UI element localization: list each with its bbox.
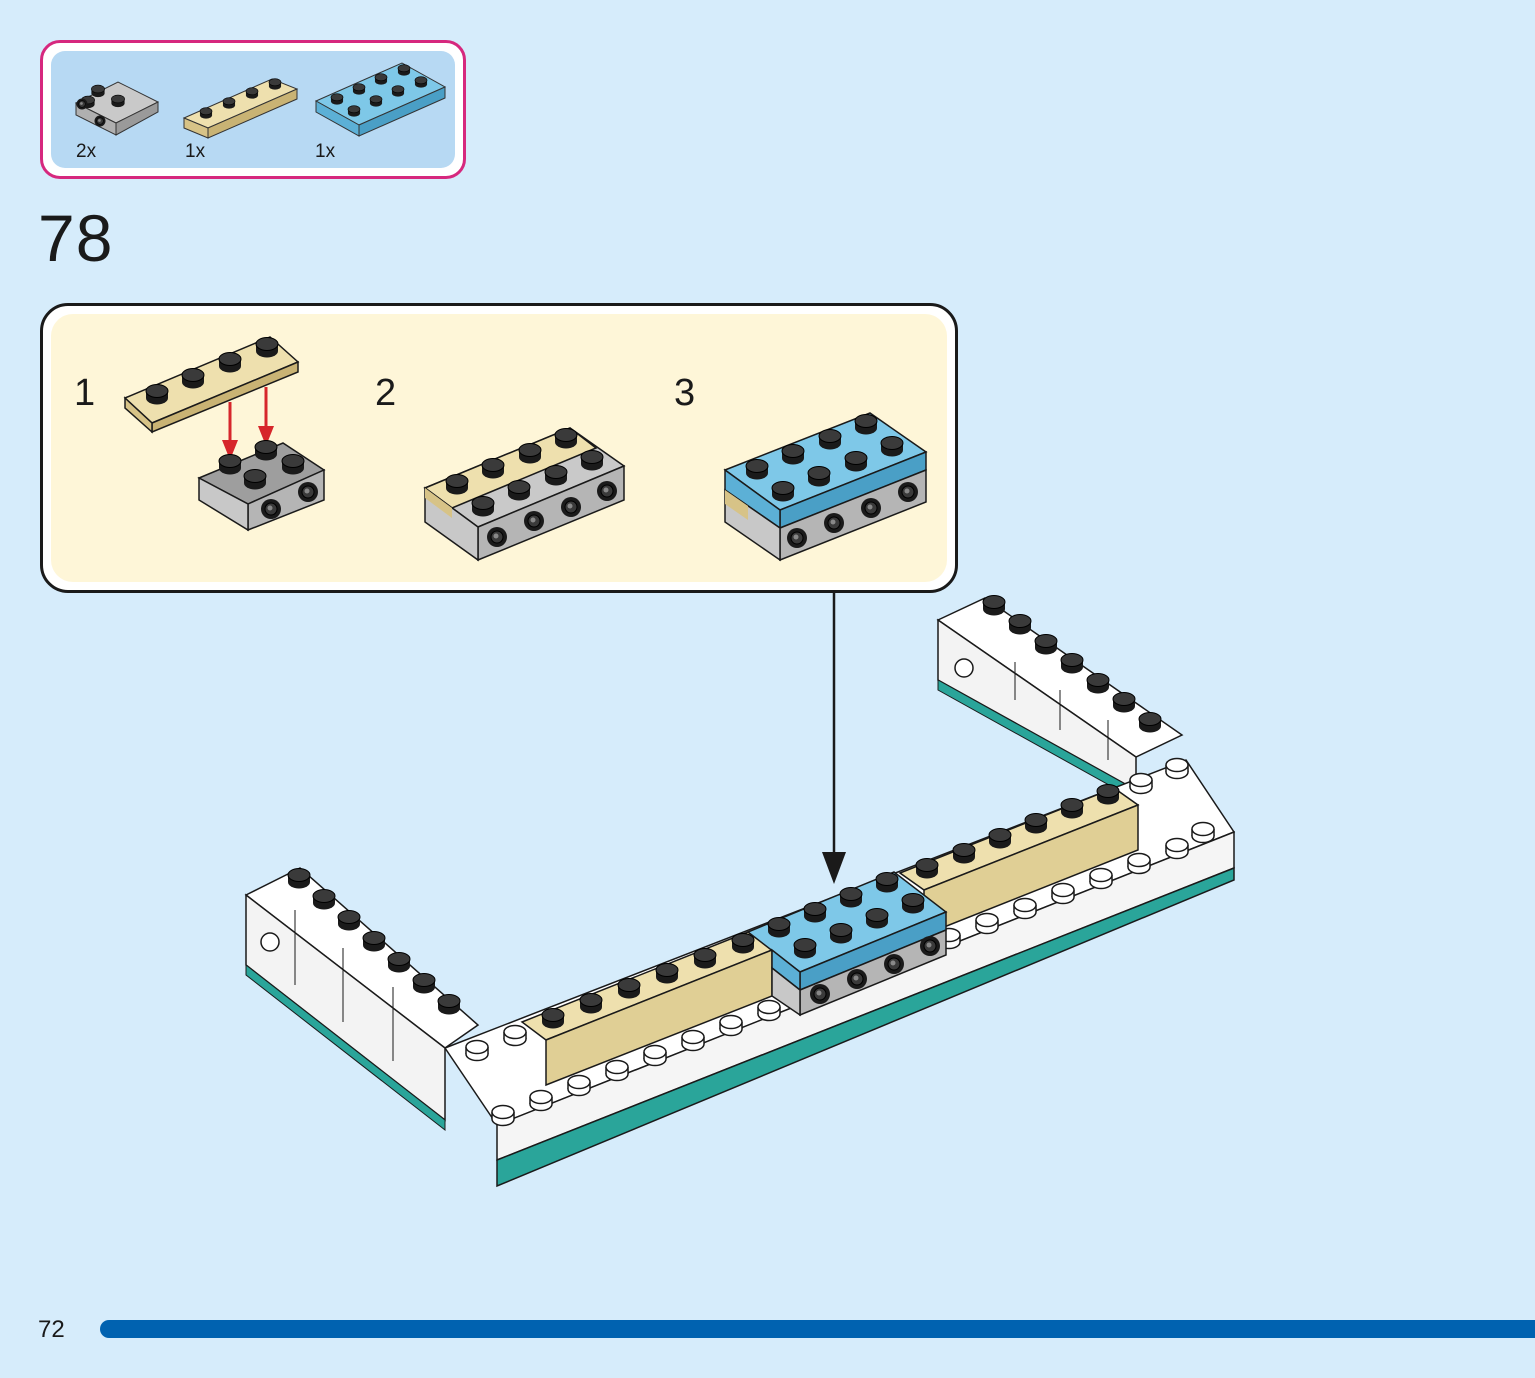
substep-3-assembly bbox=[723, 412, 928, 562]
model-tan-brick-right bbox=[898, 784, 1140, 937]
blue-plate-2x4-icon bbox=[314, 62, 447, 137]
page-number: 72 bbox=[38, 1316, 65, 1343]
substep-label-1: 1 bbox=[74, 372, 96, 414]
substep-label-3: 3 bbox=[674, 372, 696, 414]
substep-2-assembly bbox=[423, 427, 626, 562]
model-new-assembly bbox=[746, 871, 948, 1017]
substep-label-2: 2 bbox=[375, 372, 397, 414]
progress-bar bbox=[100, 1320, 1535, 1338]
placement-arrow bbox=[822, 593, 846, 884]
main-model bbox=[244, 595, 1236, 1188]
model-right-arm bbox=[936, 595, 1184, 801]
tan-plate-1x4-icon bbox=[182, 78, 299, 139]
part-qty-gray: 2x bbox=[76, 141, 97, 162]
step-number: 78 bbox=[38, 201, 114, 275]
part-qty-tan: 1x bbox=[185, 141, 206, 162]
gray-plate-with-studs-on-side-icon bbox=[74, 81, 160, 136]
substep-1-tan-plate bbox=[123, 336, 300, 434]
substep-1-arrows bbox=[222, 387, 274, 460]
part-qty-blue: 1x bbox=[315, 141, 336, 162]
substep-1-gray-plates bbox=[197, 440, 326, 532]
model-left-arm bbox=[244, 867, 480, 1132]
